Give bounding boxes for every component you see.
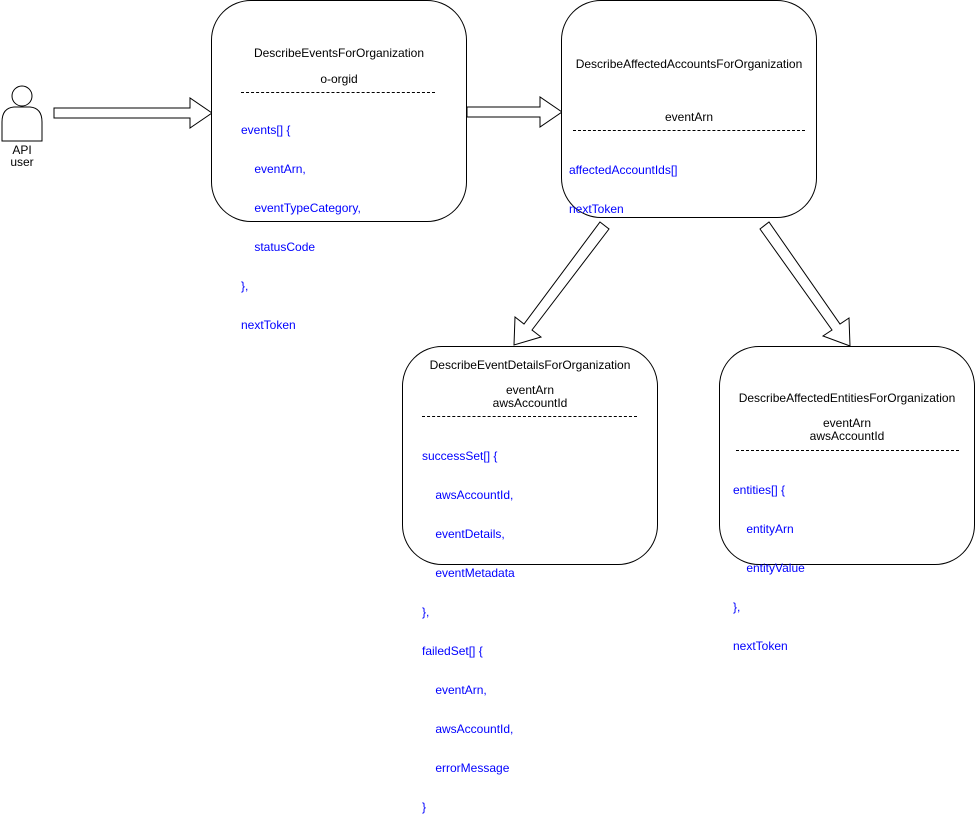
describe-affected-accounts-divider — [573, 130, 805, 131]
output-line: }, — [733, 600, 741, 614]
describe-events-outputs: events[] { eventArn, eventTypeCategory, … — [241, 98, 361, 358]
describe-affected-accounts-params: eventArn — [562, 111, 816, 124]
output-line: awsAccountId, — [422, 488, 514, 502]
output-line: eventArn, — [241, 162, 306, 176]
output-line: eventArn, — [422, 683, 487, 697]
describe-events-divider — [241, 92, 435, 93]
output-line: nextToken — [733, 639, 788, 653]
output-line: nextToken — [241, 318, 296, 332]
output-line: eventTypeCategory, — [241, 201, 361, 215]
describe-affected-accounts-title: DescribeAffectedAccountsForOrganization — [575, 57, 803, 71]
describe-affected-entities-title: DescribeAffectedEntitiesForOrganization — [738, 391, 956, 405]
output-line: errorMessage — [422, 761, 510, 775]
output-line: events[] { — [241, 123, 291, 137]
describe-affected-entities-outputs: entities[] { entityArn entityValue }, ne… — [733, 458, 805, 679]
param-awsAccountId: awsAccountId — [809, 429, 885, 443]
describe-affected-accounts-outputs: affectedAccountIds[] nextToken — [569, 138, 678, 242]
param-eventArn: eventArn — [505, 383, 555, 397]
user-icon — [1, 85, 43, 142]
describe-event-details-outputs: successSet[] { awsAccountId, eventDetail… — [422, 424, 515, 840]
param-eventArn: eventArn — [822, 416, 872, 430]
output-line: entityValue — [733, 561, 805, 575]
describe-events-box: DescribeEventsForOrganization o-orgid ev… — [211, 0, 467, 332]
describe-event-details-divider — [422, 416, 637, 417]
api-flow-diagram: API user DescribeEventsForOrganization o… — [0, 0, 975, 814]
output-line: affectedAccountIds[] — [569, 163, 678, 177]
output-line: }, — [241, 279, 249, 293]
api-user-label-line2: user — [10, 155, 34, 169]
arrow-events-to-affected-accounts — [466, 96, 563, 128]
output-line: successSet[] { — [422, 449, 498, 463]
output-line: entityArn — [733, 522, 794, 536]
describe-event-details-box: DescribeEventDetailsForOrganization even… — [402, 346, 658, 814]
output-line: }, — [422, 605, 430, 619]
output-line: entities[] { — [733, 483, 786, 497]
param-o-orgid: o-orgid — [320, 72, 358, 86]
describe-affected-entities-divider — [736, 450, 959, 451]
arrow-user-to-events — [53, 97, 213, 129]
describe-event-details-title: DescribeEventDetailsForOrganization — [429, 358, 631, 372]
output-line: failedSet[] { — [422, 644, 483, 658]
param-awsAccountId: awsAccountId — [492, 396, 568, 410]
api-user-label: API user — [0, 144, 44, 168]
describe-affected-entities-box: DescribeAffectedEntitiesForOrganization … — [719, 346, 975, 653]
describe-events-params: o-orgid — [212, 73, 466, 86]
describe-affected-accounts-box: DescribeAffectedAccountsForOrganization … — [561, 0, 817, 218]
arrow-affected-accounts-to-affected-entities — [759, 221, 851, 347]
param-eventArn: eventArn — [664, 110, 714, 124]
describe-affected-entities-params: eventArn awsAccountId — [720, 417, 974, 443]
output-line: eventMetadata — [422, 566, 515, 580]
output-line: eventDetails, — [422, 527, 505, 541]
output-line: statusCode — [241, 240, 316, 254]
describe-event-details-params: eventArn awsAccountId — [403, 384, 657, 410]
api-user-actor: API user — [0, 82, 46, 172]
api-user-label-line1: API — [12, 143, 32, 157]
describe-events-title: DescribeEventsForOrganization — [253, 46, 425, 60]
output-line: awsAccountId, — [422, 722, 514, 736]
output-line: } — [422, 800, 427, 814]
output-line: nextToken — [569, 202, 624, 216]
